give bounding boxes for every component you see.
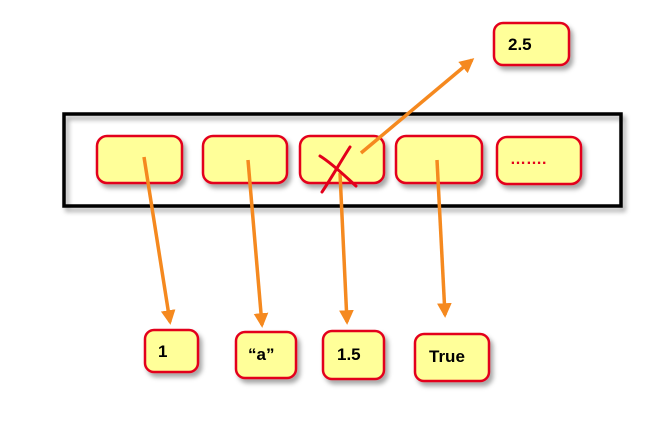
arrow-cell0-to-1 [142,156,176,325]
value-box-true [413,332,491,383]
list-cell-0 [95,134,184,185]
cross-mark-icon-stroke-2 [320,145,352,194]
value-label-true: True [429,347,465,366]
arrow-cell2-to-2-5 [359,58,475,155]
arrow-cell3-to-true [435,159,452,318]
arrow-cell1-to-a [246,159,269,328]
list-cell-4 [495,135,583,186]
value-box-a [234,330,298,380]
value-box-2-5 [492,21,571,67]
value-box-1-5 [321,329,386,381]
list-cell-1 [201,134,289,185]
ellipsis-label: ……. [510,151,546,168]
arrow-cell2-to-1-5 [338,172,354,325]
cross-mark-icon-stroke-1 [318,154,358,188]
value-label-a: “a” [248,345,274,364]
value-label-1: 1 [158,342,167,361]
value-label-2-5: 2.5 [508,35,532,54]
value-box-1 [143,328,200,374]
value-label-1-5: 1.5 [337,345,361,364]
